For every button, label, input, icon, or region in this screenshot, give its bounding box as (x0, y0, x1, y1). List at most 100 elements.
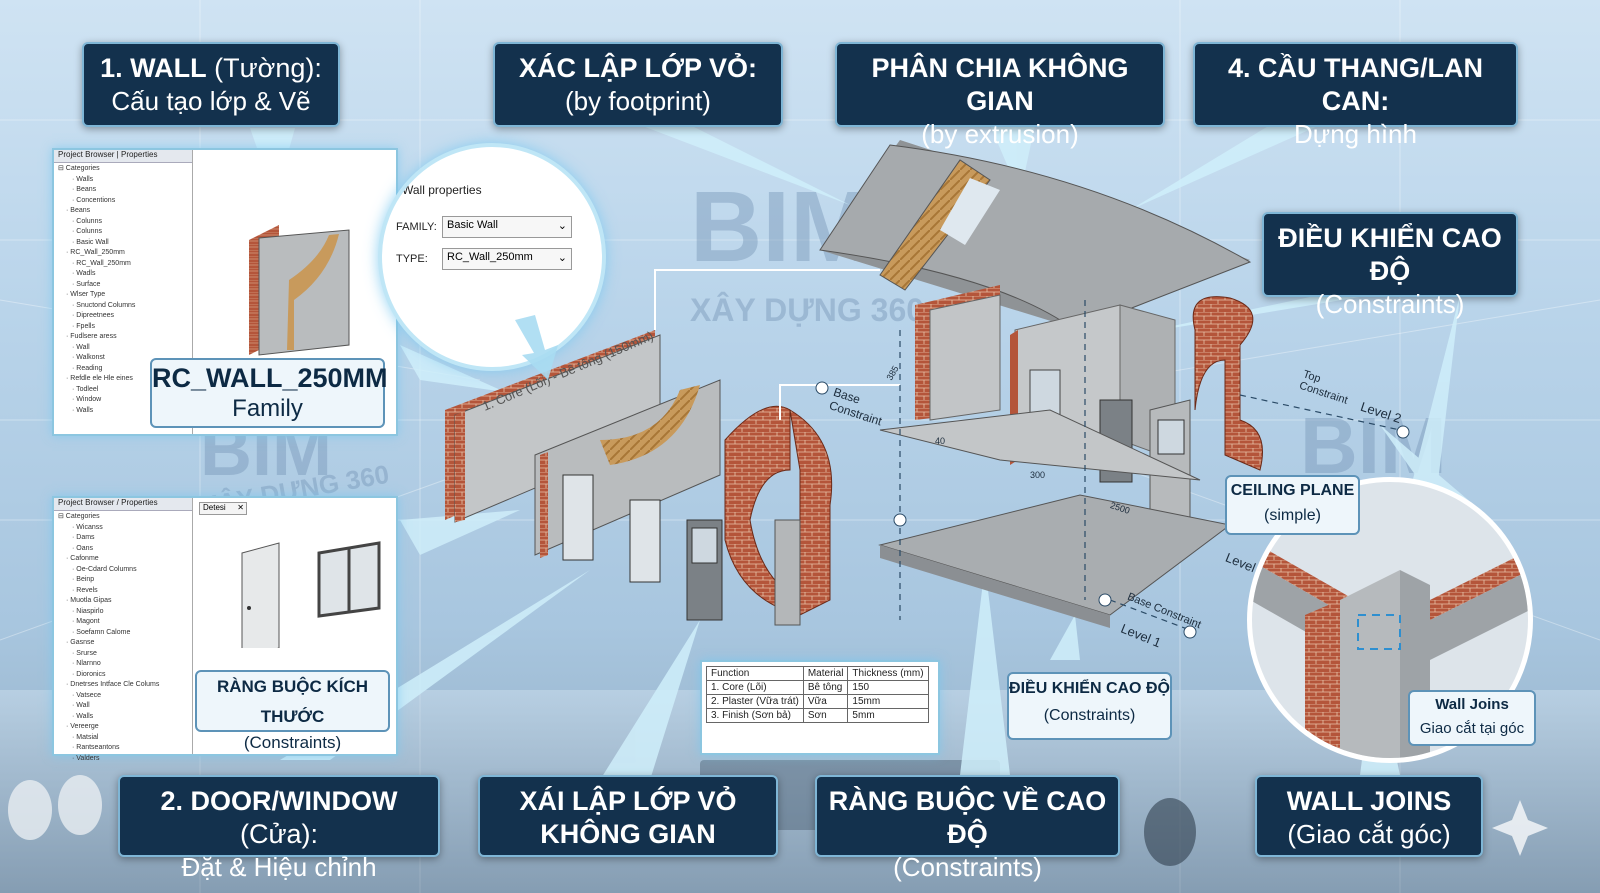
browser-item[interactable]: · Oe-Cdard Columns (72, 565, 137, 573)
browser-item[interactable]: · Fpells (72, 322, 95, 330)
project-browser-list: ⊟ Categories · Walls · Beans · Concentions ·… (58, 164, 135, 416)
browser-item[interactable]: · Revels (72, 586, 98, 594)
family-select[interactable]: Basic Wall⌄ (442, 216, 572, 238)
table-cell: 15mm (847, 694, 929, 709)
browser-item[interactable]: · Walls (72, 175, 94, 183)
dimension-300: 300 (1030, 470, 1046, 480)
table-cell: 5mm (847, 708, 929, 723)
table-cell: 3. Finish (Sơn bả) (706, 708, 804, 723)
label-cau-thang-sub: Dựng hình (1294, 119, 1417, 149)
browser-item[interactable]: ⊟ Categories (58, 513, 100, 520)
browser-item[interactable]: · Vatsece (72, 691, 102, 699)
type-label: TYPE: (396, 253, 428, 265)
rc-wall-family-label: RC_WALL_250MM Family (150, 358, 388, 428)
browser-item[interactable]: · Nlarnno (72, 660, 101, 667)
browser-item[interactable]: · Refdle ele Hle eines (66, 375, 133, 382)
label-rang-buoc-cao-do-title: RÀNG BUỘC VỀ CAO ĐỘ (828, 786, 1107, 849)
type-select[interactable]: RC_Wall_250mm⌄ (442, 248, 572, 270)
browser-item[interactable]: · Colunns (72, 217, 102, 225)
label-cau-thang-title: 4. CẦU THANG/LAN CAN: (1228, 53, 1483, 116)
project-browser-header-2: Project Browser / Properties (54, 498, 192, 511)
browser-item[interactable]: · Valders (72, 754, 100, 762)
label-xac-lap-sub: (by footprint) (565, 86, 711, 116)
table-cell: Bê tông (802, 680, 849, 695)
label-rang-buoc-cao-do-sub: (Constraints) (893, 852, 1042, 882)
browser-item[interactable]: · Gasnse (66, 639, 95, 646)
dimension-40: 40 (935, 436, 946, 446)
label-xac-lap: XÁC LẬP LỚP VỎ: (by footprint) (493, 42, 783, 127)
label-dieu-khien-mid: ĐIỀU KHIỂN CAO ĐỘ (Constraints) (1007, 672, 1172, 740)
label-dieu-khien-top: ĐIỀU KHIỂN CAO ĐỘ (Constraints) (1262, 212, 1518, 319)
dimension-constraints-title: RÀNG BUỘC KÍCH THƯỚC (216, 677, 369, 726)
browser-item[interactable]: · Wlser Type (66, 291, 106, 298)
label-wall-joins-small-sub: Giao cắt tại góc (1419, 720, 1525, 737)
label-wall-title-bold: 1. WALL (100, 53, 207, 83)
browser-item[interactable]: · Todleel (72, 385, 99, 393)
label-xai-lap-title2: KHÔNG GIAN (540, 819, 716, 849)
browser-item[interactable]: · Beans (72, 186, 97, 193)
browser-item[interactable]: · Srurse (72, 649, 97, 657)
label-dieu-khien-top-title: ĐIỀU KHIỂN CAO ĐỘ (1278, 223, 1502, 286)
browser-item[interactable]: · Wicanss (72, 523, 103, 531)
label-ceiling-plane: CEILING PLANE (simple) (1225, 475, 1360, 535)
browser-item[interactable]: · Matsial (72, 733, 99, 741)
label-door-window-title-rest: (Cửa): (239, 819, 319, 849)
label-phan-chia-title: PHÂN CHIA KHÔNG GIAN (871, 53, 1129, 116)
label-door-window-title-bold: 2. DOOR/WINDOW (160, 786, 398, 816)
browser-item[interactable]: · Walls (72, 712, 94, 720)
browser-item[interactable]: · Dams (72, 534, 95, 541)
project-browser-header: Project Browser | Properties (54, 150, 192, 163)
label-wall-title-rest: (Tường): (206, 53, 322, 83)
browser-item[interactable]: · Colunns (72, 228, 102, 235)
project-browser-list-2: ⊟ Categories · Wicanss · Dams · Oans · Cafon… (58, 512, 159, 764)
browser-item[interactable]: · Concentions (72, 196, 116, 204)
browser-item[interactable]: · Oans (72, 544, 94, 552)
browser-item[interactable]: · Walls (72, 406, 94, 414)
browser-item[interactable]: · Beinp (72, 576, 95, 583)
browser-item[interactable]: · Walkonst (72, 354, 105, 361)
table-cell: 150 (847, 680, 929, 695)
browser-item[interactable]: · Reading (72, 364, 103, 372)
browser-item[interactable]: · Vereerge (66, 723, 99, 730)
table-cell: 2. Plaster (Vữa trát) (706, 694, 804, 709)
dimension-constraints-sub: (Constraints) (243, 733, 342, 752)
browser-item[interactable]: · Basic Wall (72, 238, 109, 246)
table-cell: Sơn (802, 708, 849, 723)
browser-item[interactable]: · Fudlsere aress (66, 333, 117, 340)
browser-item[interactable]: · Wall (72, 343, 90, 351)
close-icon[interactable]: ✕ (237, 503, 244, 512)
wall-properties-magnifier: Wall properties FAMILY: Basic Wall⌄ TYPE… (378, 143, 606, 371)
browser-item[interactable]: · Cafonme (66, 555, 99, 562)
browser-item[interactable]: · Dioronics (72, 670, 106, 678)
browser-item[interactable]: · Dipreetnees (72, 312, 115, 319)
label-phan-chia: PHÂN CHIA KHÔNG GIAN (by extrusion) (835, 42, 1165, 149)
label-dieu-khien-mid-sub: (Constraints) (1043, 707, 1136, 724)
browser-item[interactable]: ⊟ Categories (58, 165, 100, 172)
browser-item[interactable]: · Niaspirlo (72, 607, 104, 615)
label-xai-lap-title1: XÁI LẬP LỚP VỎ (519, 786, 737, 816)
browser-item[interactable]: · Surface (72, 280, 101, 288)
browser-item[interactable]: · Wall (72, 702, 90, 709)
browser-item[interactable]: · RC_Wall_250mm (66, 249, 125, 256)
label-wall-joins-title: WALL JOINS (1286, 786, 1452, 816)
label-ceiling-plane-sub: (simple) (1264, 507, 1321, 524)
browser-item[interactable]: · RC_Wall_250mm (72, 259, 131, 267)
browser-item[interactable]: · Magont (72, 618, 100, 625)
browser-item[interactable]: · Muotla Gipas (66, 597, 112, 604)
browser-item[interactable]: · Rantseantons (72, 744, 120, 751)
tab-detail[interactable]: Detesi ✕ (199, 502, 247, 515)
browser-item[interactable]: · Snuctond Columns (72, 301, 136, 309)
label-dieu-khien-mid-title: ĐIỀU KHIỂN CAO ĐỘ (1009, 680, 1170, 697)
browser-item[interactable]: · Beans (66, 207, 91, 214)
browser-item[interactable]: · Dnetrses Intface Cle Colums (66, 681, 160, 688)
type-value: RC_Wall_250mm (447, 251, 533, 263)
browser-item[interactable]: · Window (72, 396, 102, 403)
browser-item[interactable]: · Soefamn Calome (72, 628, 131, 636)
browser-item[interactable]: · Wadls (72, 270, 96, 277)
tab-detail-label: Detesi (203, 503, 226, 512)
label-xai-lap: XÁI LẬP LỚP VỎ KHÔNG GIAN (478, 775, 778, 857)
